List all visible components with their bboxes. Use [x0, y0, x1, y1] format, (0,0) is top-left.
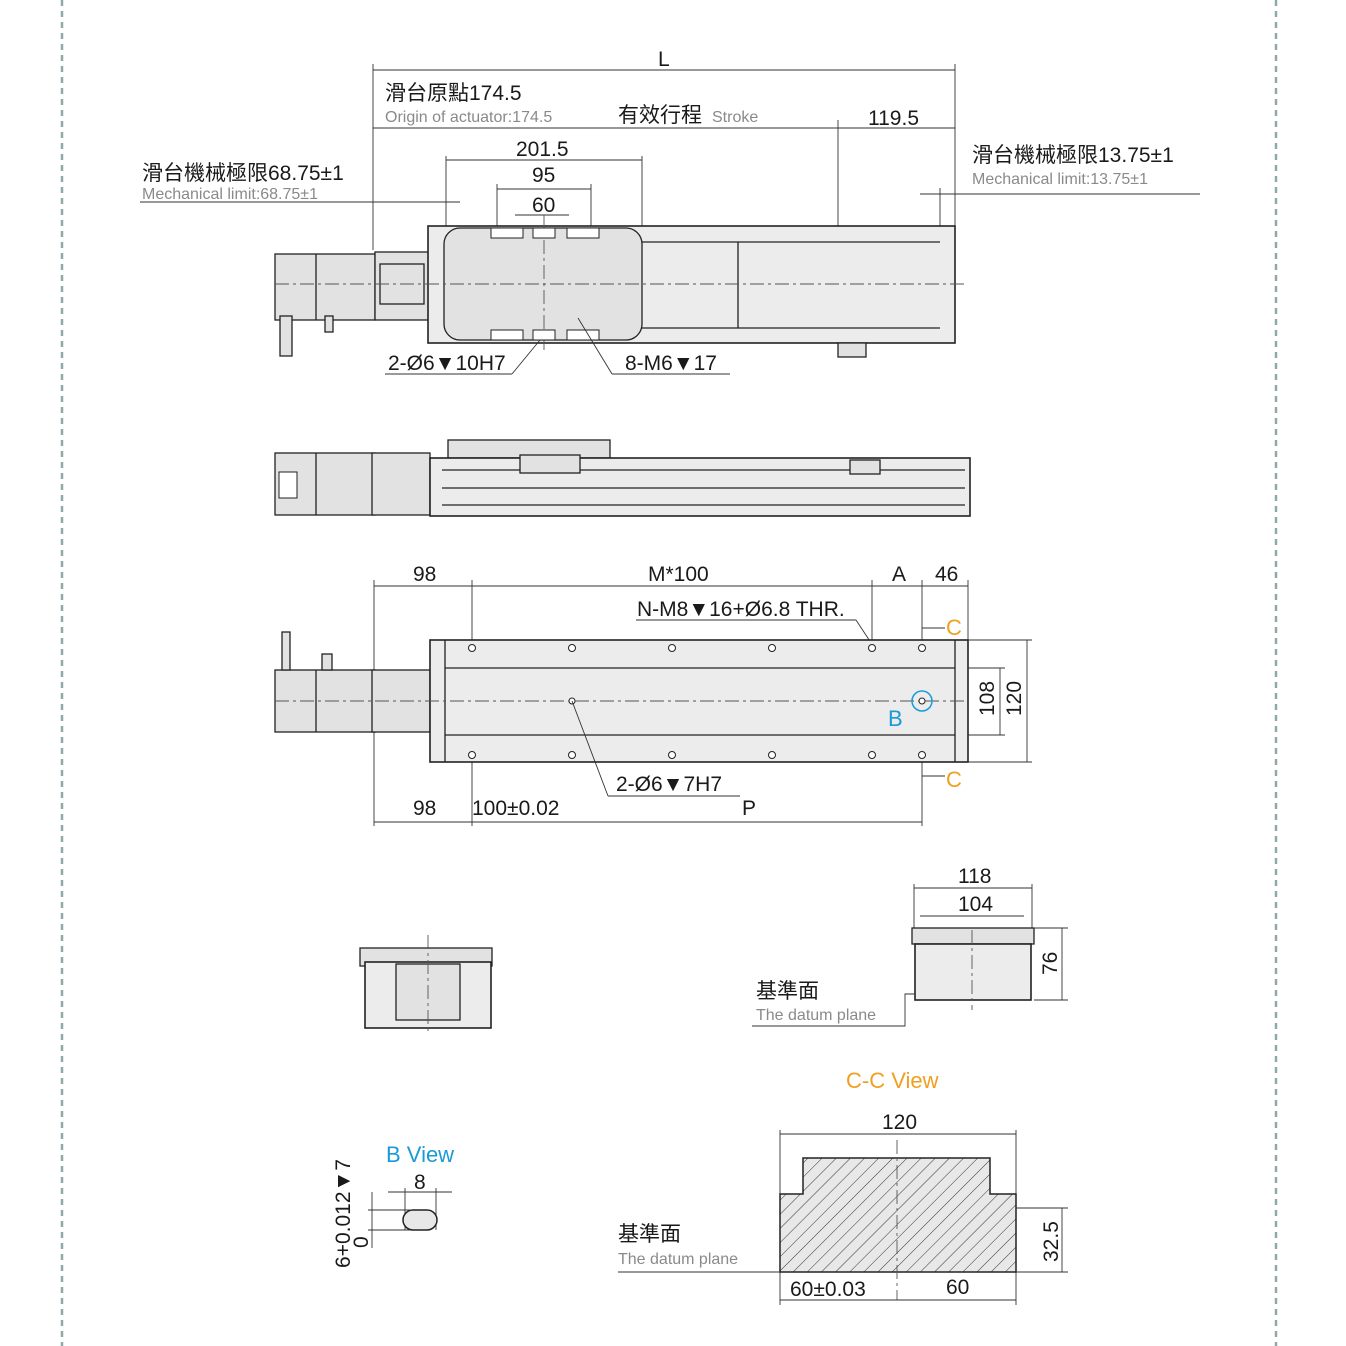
callout-pin-holes-bottom: 2-Ø6▼7H7: [616, 773, 722, 796]
dim-m100: M*100: [648, 563, 709, 586]
callout-pin-holes: 2-Ø6▼10H7: [388, 352, 506, 375]
callout-tapped-holes: 8-M6▼17: [625, 352, 717, 375]
stroke-label-en: Stroke: [712, 109, 758, 126]
dim-120-cc: 120: [882, 1111, 917, 1134]
dim-60-cc: 60: [946, 1276, 969, 1299]
cc-datum-label-en: The datum plane: [618, 1251, 738, 1268]
mech-limit-left-en: Mechanical limit:68.75±1: [142, 186, 318, 203]
dim-60: 60: [532, 194, 555, 217]
datum-label-cn: 基準面: [756, 980, 819, 1003]
dim-201-5: 201.5: [516, 138, 569, 161]
section-mark-c-top: C: [946, 615, 962, 640]
dim-P: P: [742, 797, 756, 820]
dim-46: 46: [935, 563, 958, 586]
origin-label-cn: 滑台原點174.5: [385, 82, 522, 105]
b-view: B View 8 6+0.012▼7 0: [332, 1142, 454, 1268]
mech-limit-right-en: Mechanical limit:13.75±1: [972, 171, 1148, 188]
end-view: 118 104 76 基準面 The datum plane: [752, 865, 1068, 1027]
dim-108: 108: [976, 681, 999, 716]
origin-label-en: Origin of actuator:174.5: [385, 109, 552, 126]
dim-98-bottom: 98: [413, 797, 436, 820]
mech-limit-right-cn: 滑台機械極限13.75±1: [972, 144, 1174, 167]
dim-60-tol: 60±0.03: [790, 1278, 866, 1301]
dim-8: 8: [414, 1171, 426, 1194]
section-mark-c-bottom: C: [946, 767, 962, 792]
datum-label-en: The datum plane: [756, 1007, 876, 1024]
stroke-label-cn: 有效行程: [618, 104, 702, 127]
side-view: [274, 439, 971, 517]
bottom-view: 98 M*100 A 46 N-M8▼16+Ø6.8 THR. C C B: [274, 563, 1032, 826]
dim-119-5: 119.5: [868, 107, 919, 130]
dim-98-top: 98: [413, 563, 436, 586]
cc-view: C-C View 120 32.5 60±0.03 60 基準面 The dat…: [618, 1068, 1068, 1305]
dim-L: L: [658, 48, 670, 71]
view-mark-b: B: [888, 706, 903, 731]
dim-slot-tolerance: 6+0.012▼7: [332, 1159, 355, 1268]
mech-limit-left-cn: 滑台機械極限68.75±1: [142, 162, 344, 185]
dim-95: 95: [532, 164, 555, 187]
dim-120: 120: [1003, 681, 1026, 716]
dim-32-5: 32.5: [1040, 1221, 1063, 1262]
b-view-title: B View: [386, 1142, 454, 1167]
callout-through-holes: N-M8▼16+Ø6.8 THR.: [637, 598, 845, 621]
dim-104: 104: [958, 893, 993, 916]
dim-100-tol: 100±0.02: [472, 797, 559, 820]
cc-datum-label-cn: 基準面: [618, 1223, 681, 1246]
dim-118: 118: [958, 865, 991, 888]
dim-slot-tolerance-low: 0: [350, 1236, 373, 1248]
dim-76: 76: [1039, 952, 1062, 975]
cc-view-title: C-C View: [846, 1068, 939, 1093]
top-view: L 滑台原點174.5 Origin of actuator:174.5 有效行…: [140, 48, 1200, 375]
motor-end-view: [359, 935, 493, 1035]
dim-A: A: [892, 563, 906, 586]
